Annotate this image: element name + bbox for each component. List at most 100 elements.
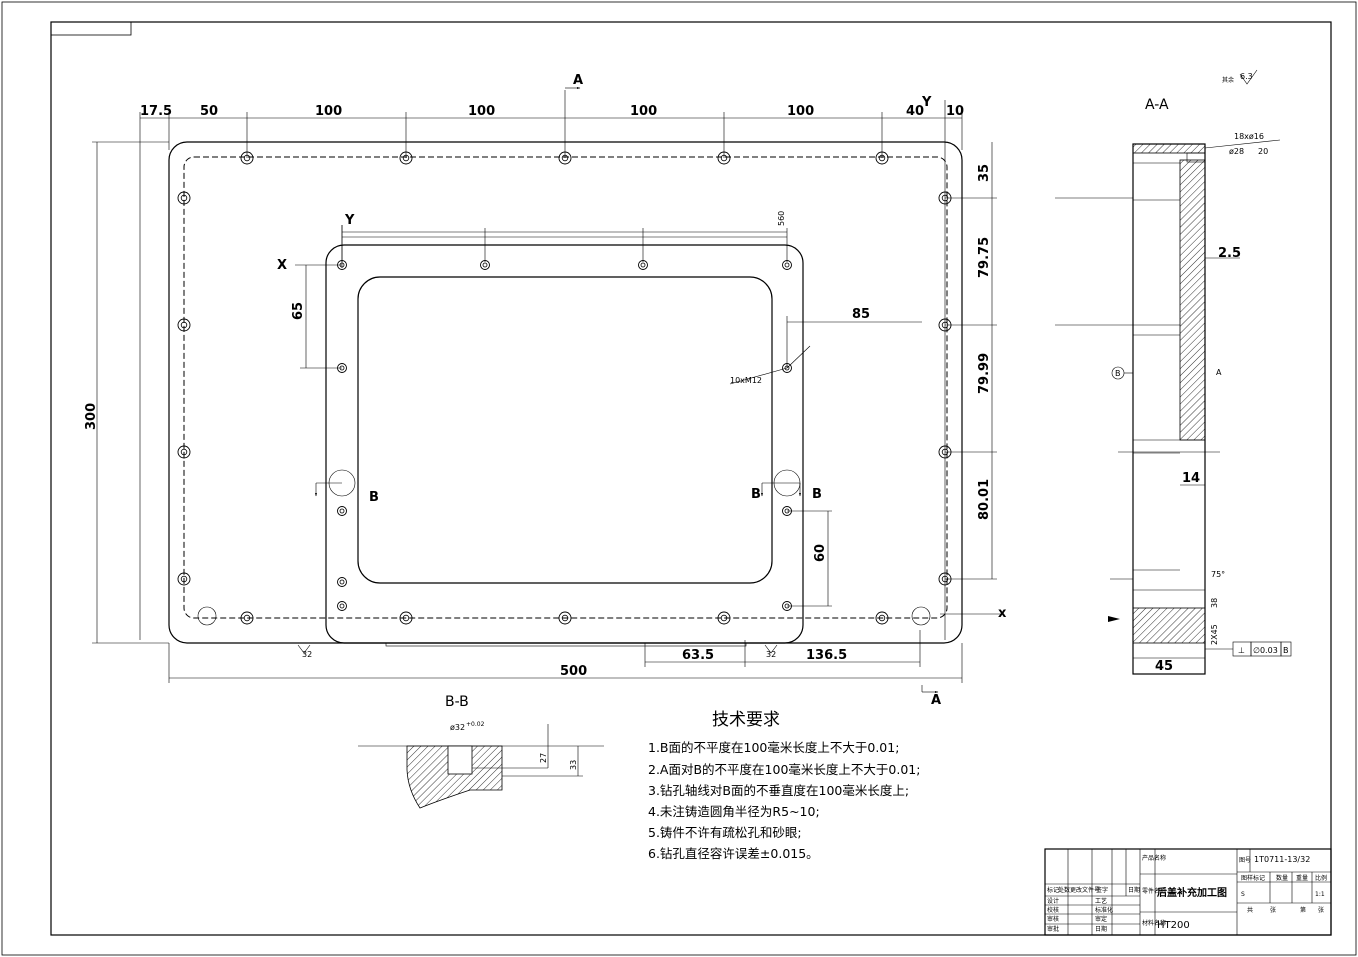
tb-material-label: 材料名称 [1142, 919, 1166, 927]
inner-dim-60: 60 [813, 544, 828, 562]
tb-drawing-no: 1T0711-13/32 [1254, 855, 1310, 864]
inner-dim-65: 65 [291, 302, 306, 320]
section-mark-b-right: B [812, 487, 822, 502]
bb-dim-27: 27 [539, 753, 548, 763]
tb-mark-label: 图样标记 [1241, 874, 1265, 882]
bottom-dim-136-5: 136.5 [806, 648, 847, 663]
technical-requirements: 技术要求 1.B面的不平度在100毫米长度上不大于0.01; 2.A面对B的不平… [648, 710, 920, 861]
top-dim-100-a: 100 [315, 104, 342, 119]
locating-hole-left [197, 606, 217, 626]
threaded-hole [337, 601, 347, 611]
tb-total: 共 [1247, 906, 1253, 914]
bolt-hole-core [402, 614, 410, 622]
right-dim-79-75: 79.75 [977, 237, 992, 278]
dim-14: 14 [1182, 471, 1200, 486]
tb-page2: 张 [1318, 906, 1324, 914]
roughness-32-right: 32 [766, 650, 776, 659]
inner-threaded-holes [337, 260, 792, 611]
bolt-hole-core [180, 194, 188, 202]
section-mark-b-left: B [369, 490, 379, 505]
corner-tag-box [50, 21, 132, 36]
section-aa-label-a: A [1216, 368, 1222, 377]
tb-part-name-label: 零件名称 [1142, 887, 1166, 895]
tb-rev-h4: 日期 [1128, 886, 1140, 894]
inner-y-label: Y [344, 213, 355, 228]
tb-rev-h1: 处数 [1058, 886, 1070, 894]
right-dim-79-99: 79.99 [977, 353, 992, 394]
roughness-corner: 其余 6.3 [1222, 69, 1258, 85]
tb-s-mark: S [1241, 891, 1245, 898]
plan-view: 17.5 50 100 100 100 100 40 10 A A Y 300 … [84, 73, 1007, 708]
section-aa-hatch-wall [1179, 159, 1206, 441]
tb-date: 日期 [1095, 925, 1107, 933]
section-bb-hole [447, 745, 473, 775]
right-dim-80-01: 80.01 [977, 479, 992, 520]
tech-req-item-6: 6.钻孔直径容许误差±0.015。 [648, 846, 819, 861]
dim-75-deg: 75° [1211, 570, 1225, 579]
bolt-hole [177, 445, 191, 459]
tb-rev-h3: 签字 [1096, 886, 1108, 894]
callout-dia28: ø28 [1229, 147, 1244, 156]
top-dim-40: 40 [906, 104, 924, 119]
section-bb: B-B ø32 +0.02 27 33 [358, 694, 604, 809]
y-axis-label-top: Y [921, 95, 932, 110]
dim-2-5: 2.5 [1218, 246, 1241, 261]
top-dim-50: 50 [200, 104, 218, 119]
sheet-inner-border [50, 21, 1332, 936]
thread-note-10xm12: 10xM12 [730, 376, 762, 385]
bolt-hole-core [180, 321, 188, 329]
section-aa-datum-b: B [1115, 369, 1121, 378]
bolt-hole [240, 611, 254, 625]
tb-design: 设计 [1047, 897, 1059, 905]
dim-45: 45 [1155, 659, 1173, 674]
tb-ratio-label: 比例 [1315, 874, 1327, 882]
bottom-tab [385, 642, 747, 647]
tol-symbol: ⊥ [1238, 646, 1245, 655]
bolt-hole [717, 611, 731, 625]
top-dim-10: 10 [946, 104, 964, 119]
bolt-hole [177, 318, 191, 332]
section-aa-counterbore [1186, 152, 1206, 163]
tb-page: 第 [1300, 906, 1306, 914]
roughness-32-left: 32 [302, 650, 312, 659]
plate-outline [168, 141, 963, 644]
threaded-hole-core [784, 262, 790, 268]
left-dim-300: 300 [84, 403, 99, 430]
top-dim-100-c: 100 [630, 104, 657, 119]
bolt-hole [177, 191, 191, 205]
right-dim-35: 35 [977, 164, 992, 182]
section-bb-hatch [406, 745, 503, 809]
geometric-tolerance-frame: ⊥ ∅0.03 B [1205, 641, 1292, 657]
bolt-hole-core [180, 575, 188, 583]
top-dim-100-b: 100 [468, 104, 495, 119]
section-mark-a-bottom: A [931, 693, 941, 708]
bolt-hole-core [561, 614, 569, 622]
bottom-dim-63-5: 63.5 [682, 648, 714, 663]
tol-datum: B [1283, 646, 1289, 655]
threaded-hole [337, 506, 347, 516]
tb-check: 校核 [1047, 906, 1059, 914]
bb-dia-tol: +0.02 [466, 721, 485, 728]
tb-approve: 审批 [1047, 925, 1059, 933]
callout-18x16: 18xø16 [1234, 132, 1264, 141]
bolt-hole [558, 611, 572, 625]
bottom-dim-500: 500 [560, 664, 587, 679]
tb-weight-label: 重量 [1296, 874, 1308, 882]
bolt-hole-core [243, 614, 251, 622]
tb-audit: 审定 [1095, 915, 1107, 923]
top-dim-17-5: 17.5 [140, 104, 172, 119]
title-block: 产品名称 零件名称 材料名称 后盖补充加工图 HT200 图号 1T0711-1… [1044, 848, 1332, 936]
tb-process: 工艺 [1095, 897, 1107, 905]
tb-sheet: 张 [1270, 906, 1276, 914]
section-aa-title: A-A [1145, 97, 1169, 113]
bolt-hole [177, 572, 191, 586]
tb-part-name: 后盖补充加工图 [1157, 886, 1227, 899]
section-bb-title: B-B [445, 694, 469, 710]
threaded-hole-core [339, 508, 345, 514]
threaded-hole-core [339, 603, 345, 609]
threaded-hole [337, 577, 347, 587]
bb-dim-33: 33 [569, 760, 578, 770]
threaded-hole-core [482, 262, 488, 268]
tech-req-title: 技术要求 [712, 710, 780, 730]
